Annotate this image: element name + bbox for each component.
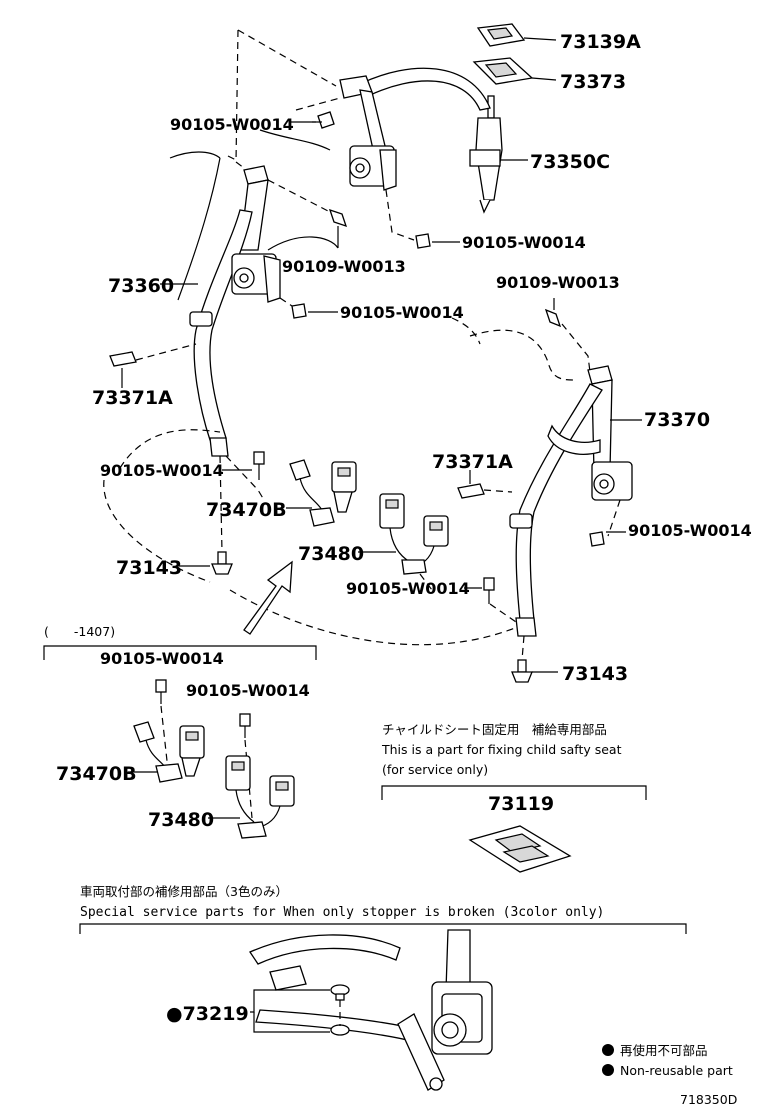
label-90105-mid: 90105-W0014 xyxy=(462,233,586,252)
label-73119: 73119 xyxy=(488,793,554,815)
label-73371A-right: 73371A xyxy=(432,451,513,473)
part-old-73480-buckle xyxy=(225,755,295,839)
child-seat-note-jp: チャイルドシート固定用 補給専用部品 xyxy=(382,722,607,737)
part-73119-bracket xyxy=(468,825,572,873)
label-73360: 73360 xyxy=(108,275,174,297)
label-73219: ●73219 xyxy=(166,1003,249,1025)
bolt-90105-top xyxy=(312,111,335,129)
part-73143-anchor-right xyxy=(511,659,533,683)
special-parts-note-en: Special service parts for When only stop… xyxy=(80,905,604,920)
legend-dot-icon-2 xyxy=(602,1064,614,1076)
child-seat-note-en1: This is a part for fixing child safty se… xyxy=(381,742,622,757)
label-73480: 73480 xyxy=(298,543,364,565)
part-73143-anchor-left xyxy=(211,551,233,575)
label-73373: 73373 xyxy=(560,71,626,93)
legend-en: Non-reusable part xyxy=(620,1063,733,1078)
bolt-90105-right xyxy=(589,531,605,547)
bolt-90105-left2 xyxy=(291,303,307,319)
upper-retractor xyxy=(339,67,491,191)
label-73143-left: 73143 xyxy=(116,557,182,579)
part-73139A-cover xyxy=(476,23,526,47)
label-90105-center: 90105-W0014 xyxy=(346,579,470,598)
label-73370: 73370 xyxy=(644,409,710,431)
special-parts-note-jp: 車両取付部の補修用部品（3色のみ） xyxy=(80,884,288,899)
part-73371A-left xyxy=(109,351,137,367)
label-old-73480: 73480 xyxy=(148,809,214,831)
old-range-label: ( -1407) xyxy=(44,624,115,639)
front-direction-arrow xyxy=(243,560,293,635)
bolt-old-90105-b xyxy=(239,713,251,738)
legend-dot-icon xyxy=(602,1044,614,1056)
label-73139A: 73139A xyxy=(560,31,641,53)
label-90105-right: 90105-W0014 xyxy=(628,521,752,540)
part-73350C-adjuster xyxy=(469,95,503,214)
label-73470B: 73470B xyxy=(206,499,287,521)
label-90105-left3: 90105-W0014 xyxy=(100,461,224,480)
part-73470B-buckle xyxy=(289,459,357,527)
label-90105-left2: 90105-W0014 xyxy=(340,303,464,322)
bolt-90105-left3 xyxy=(253,451,265,480)
part-73480-buckle xyxy=(379,493,449,575)
part-73373-cover xyxy=(472,57,534,85)
label-90109-left: 90109-W0013 xyxy=(282,257,406,276)
label-old-73470B: 73470B xyxy=(56,763,137,785)
label-73371A-left: 73371A xyxy=(92,387,173,409)
bolt-90109-left xyxy=(328,208,348,248)
diagram-id: 718350D xyxy=(680,1092,737,1107)
label-73350C: 73350C xyxy=(530,151,610,173)
legend-jp: 再使用不可部品 xyxy=(620,1043,708,1058)
label-old-90105-b: 90105-W0014 xyxy=(186,681,310,700)
part-old-73470B-buckle xyxy=(133,721,205,783)
part-73360-belt-left xyxy=(189,165,281,457)
label-90109-right: 90109-W0013 xyxy=(496,273,620,292)
label-90105-top: 90105-W0014 xyxy=(170,115,294,134)
child-seat-note-en2: (for service only) xyxy=(382,762,488,777)
bolt-90109-right xyxy=(544,298,562,328)
label-73143-right: 73143 xyxy=(562,663,628,685)
bolt-old-90105-a xyxy=(155,679,167,704)
part-73370-belt-right xyxy=(509,365,633,637)
bolt-90105-mid xyxy=(415,233,431,249)
part-73371A-right xyxy=(457,483,485,499)
retractor-detail xyxy=(249,929,493,1091)
bolt-90105-center xyxy=(483,577,495,604)
label-old-90105-a: 90105-W0014 xyxy=(100,649,224,668)
part-73219-stopper xyxy=(330,984,350,1036)
